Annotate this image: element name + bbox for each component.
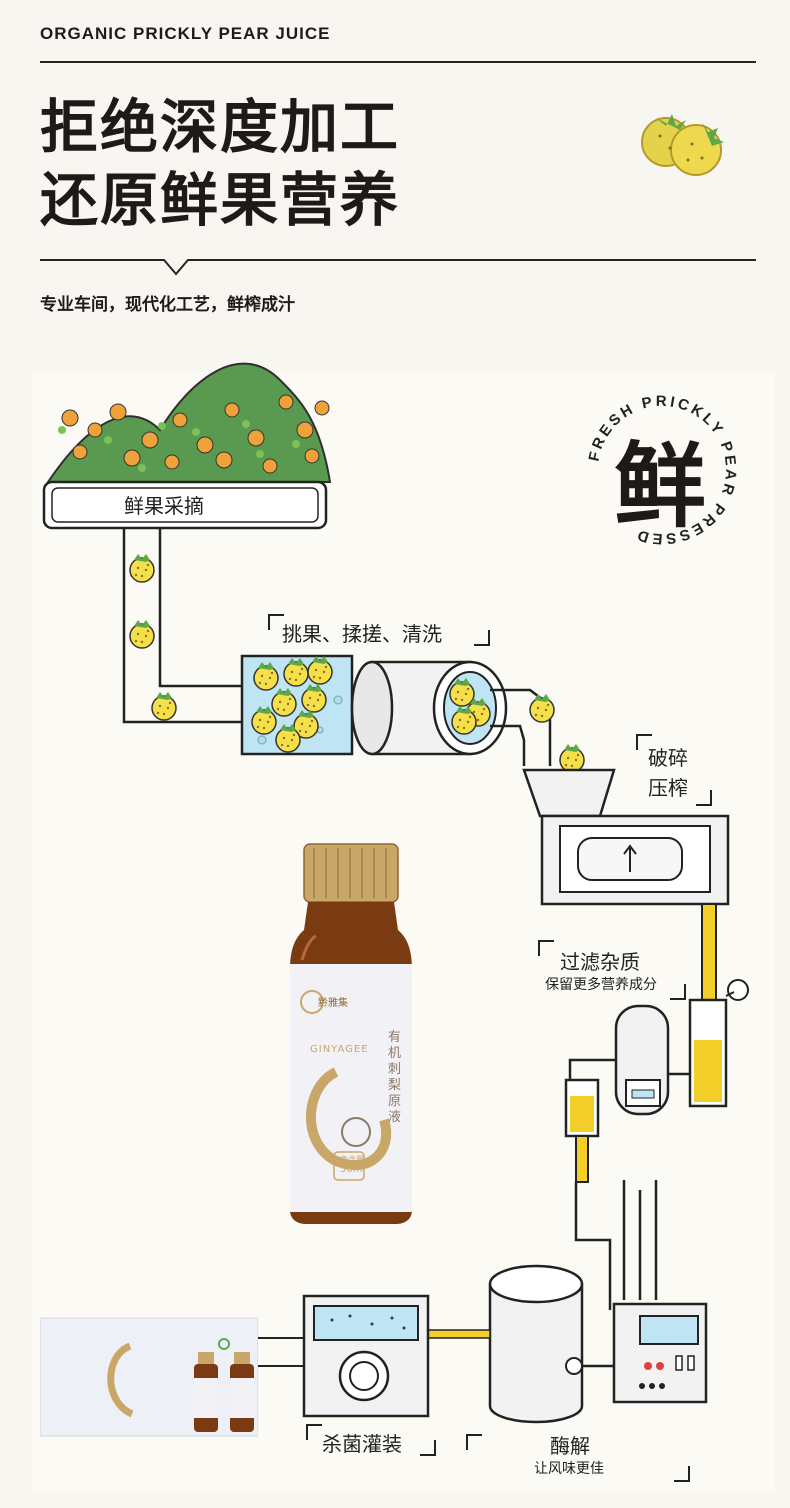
step-picking-label: 鲜果采摘 [124,494,204,518]
bottle-brand-en: GINYAGEE [310,1044,369,1055]
bracket-corner [670,984,686,1000]
bottle-brand-cn: 黔雅集 [318,998,348,1009]
bracket-corner [420,1440,436,1456]
notched-divider [40,259,756,276]
step-wash-label: 挑果、揉搓、清洗 [282,622,442,646]
bracket-corner [538,940,554,956]
prickly-pear-fruit-icon [641,114,724,176]
headline-line-2: 还原鲜果营养 [40,166,401,234]
fresh-badge: FRESH PRICKLY PEAR PRESSED [586,393,737,547]
bracket-corner [696,790,712,806]
bracket-corner [466,1434,482,1450]
step-sterilize-label: 杀菌灌装 [322,1432,402,1456]
top-divider [40,61,756,63]
step-filter-sub: 保留更多营养成分 [545,977,657,993]
step-crush-label-2: 压榨 [648,776,688,800]
bracket-corner [636,734,652,750]
headline-line-1: 拒绝深度加工 [40,93,401,161]
bracket-corner [474,630,490,646]
bottle-product-name: 有机刺梨原液 [388,1030,402,1125]
gift-box [40,1317,258,1437]
step-filter-label: 过滤杂质 [560,950,640,974]
tagline: 专业车间，现代化工艺，鲜榨成汁 [40,295,295,315]
bottle-volume-label: 净含量 [340,1155,364,1164]
step-enzyme-label: 酶解 [550,1434,590,1458]
bracket-corner [268,614,284,630]
bracket-corner [306,1424,322,1440]
product-bottle [290,843,412,1224]
orchard-hill [46,362,332,483]
badge-center-char: 鲜 [614,433,707,540]
bracket-corner [674,1466,690,1482]
brand-title: ORGANIC PRICKLY PEAR JUICE [40,24,331,43]
step-crush-label-1: 破碎 [648,746,688,770]
bottle-volume: 50ml [340,1164,366,1175]
step-enzyme-sub: 让风味更佳 [534,1461,604,1477]
